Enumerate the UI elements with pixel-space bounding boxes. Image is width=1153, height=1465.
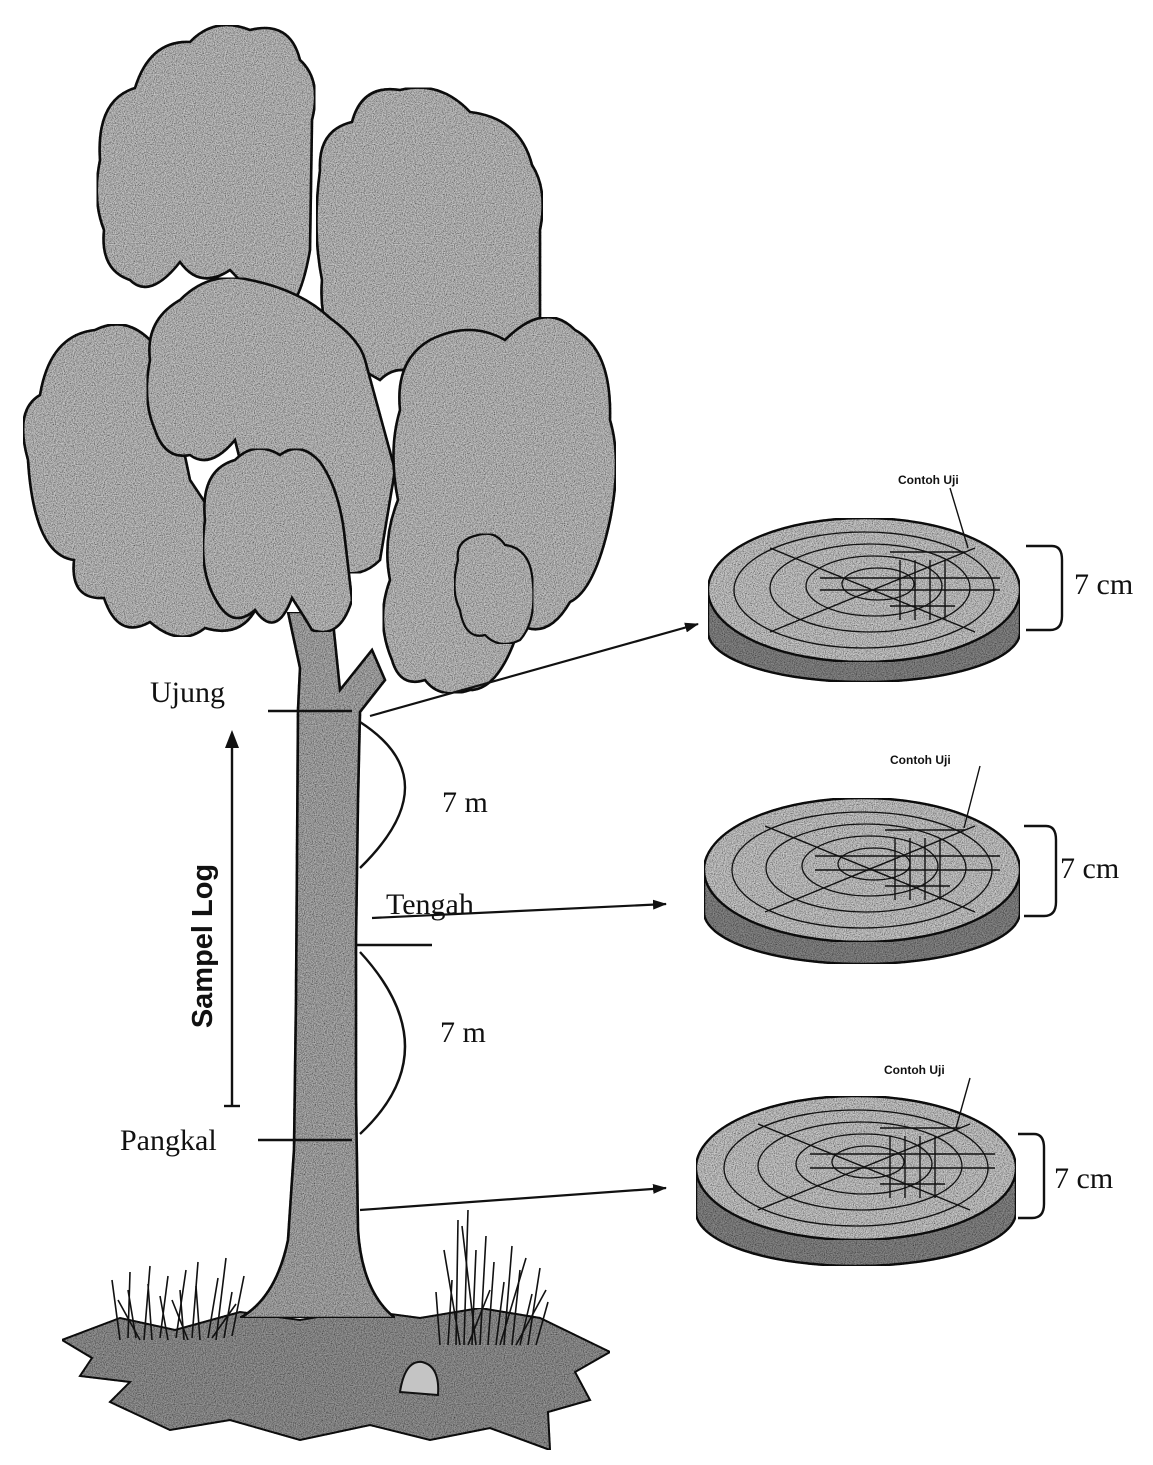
arrow-to-bottom-disc: [360, 1188, 666, 1210]
upper-length-label: 7 m: [442, 786, 488, 819]
lower-length-brace: [360, 952, 405, 1134]
tengah-label: Tengah: [386, 888, 474, 921]
upper-length-brace: [360, 722, 405, 868]
lower-length-label: 7 m: [440, 1016, 486, 1049]
thickness-brace: [1026, 546, 1062, 630]
thickness-label: 7 cm: [1054, 1162, 1113, 1195]
disc-middle: Contoh Uji 7 cm: [704, 753, 1119, 964]
specimen-label: Contoh Uji: [898, 473, 959, 487]
sample-log-arrow: [224, 730, 240, 1106]
foliage-clump-top-left: [97, 25, 315, 318]
thickness-brace: [1018, 1134, 1044, 1218]
tree-canopy: [23, 25, 616, 693]
specimen-label: Contoh Uji: [884, 1063, 945, 1077]
ujung-label: Ujung: [150, 676, 225, 709]
disc-top: Contoh Uji 7 cm: [708, 473, 1133, 682]
thickness-label: 7 cm: [1060, 852, 1119, 885]
specimen-label: Contoh Uji: [890, 753, 951, 767]
disc-bottom: Contoh Uji 7 cm: [696, 1063, 1113, 1266]
thickness-brace: [1024, 826, 1056, 916]
thickness-label: 7 cm: [1074, 568, 1133, 601]
sample-log-label: Sampel Log: [187, 864, 219, 1028]
foliage-clump-center-low: [203, 449, 352, 632]
pangkal-label: Pangkal: [120, 1124, 217, 1157]
